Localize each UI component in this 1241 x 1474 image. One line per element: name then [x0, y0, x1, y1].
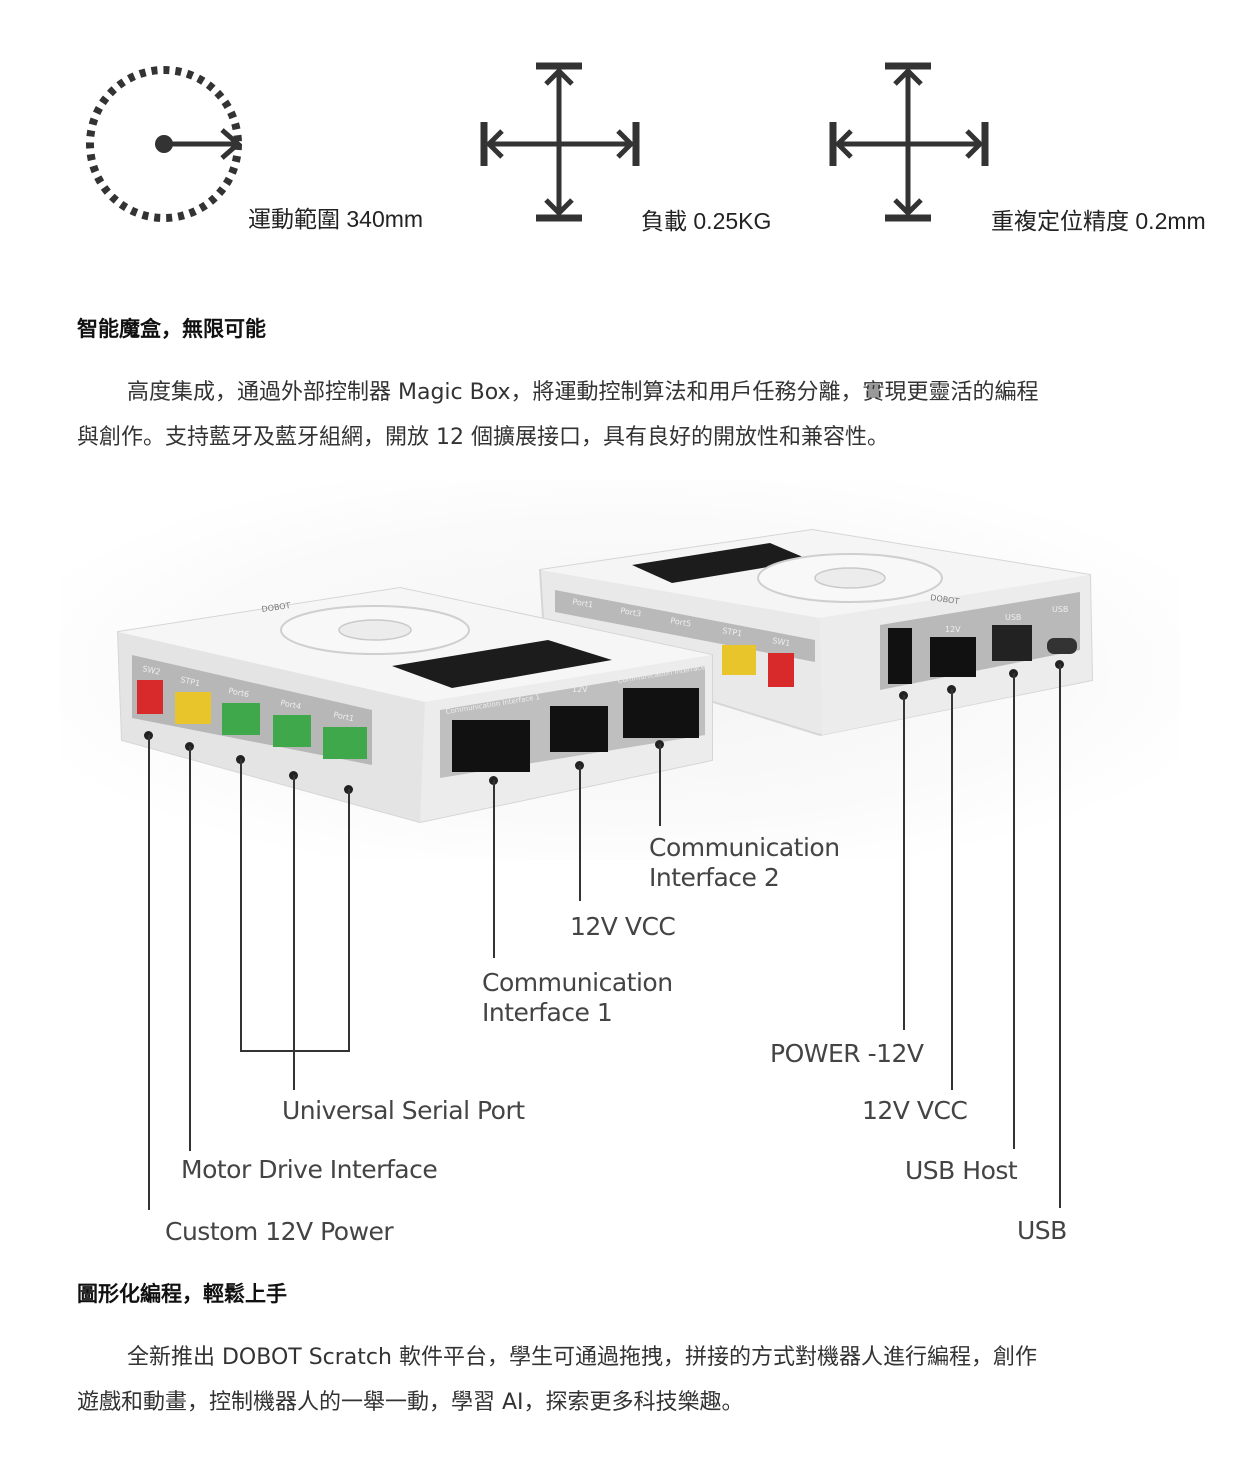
section-paragraph-graphical-programming: 全新推出 DOBOT Scratch 軟件平台，學生可通過拖拽，拼接的方式對機器… [77, 1335, 1037, 1425]
front-12v-connector [550, 706, 608, 752]
back-side-label: 12V [945, 625, 961, 634]
paragraph-line: 遊戲和動畫，控制機器人的一舉一動，學習 AI，探索更多科技樂趣。 [77, 1390, 744, 1415]
section-paragraph-magic-box: 高度集成，通過外部控制器 Magic Box，將運動控制算法和用戶任務分離，實現… [77, 370, 1039, 460]
callout-text: Interface 2 [649, 863, 780, 892]
back-brand-text: DOBOT [930, 593, 960, 606]
section-heading-graphical-programming: 圖形化編程，輕鬆上手 [77, 1282, 287, 1306]
callout-line-motor [189, 746, 191, 1151]
callout-comm-interface-1: Communication Interface 1 [482, 968, 673, 1028]
callout-12v-vcc-back: 12V VCC [862, 1096, 968, 1125]
front-port-green [222, 703, 260, 735]
callout-power-12v: POWER -12V [770, 1039, 924, 1068]
callout-line-usb-host [1013, 673, 1015, 1149]
front-port-green [273, 715, 311, 747]
spec-payload-label: 負載 0.25KG [641, 208, 772, 234]
front-port-label: SW2 [142, 664, 162, 677]
callout-line-port1 [348, 789, 350, 1052]
front-port-yellow [175, 692, 211, 724]
callout-custom-12v-power: Custom 12V Power [165, 1217, 394, 1246]
back-port-label: Port5 [670, 616, 692, 629]
back-port-label: Port1 [572, 597, 594, 610]
callout-line-custom-power [148, 735, 150, 1210]
front-port-label: Port1 [333, 710, 355, 723]
magic-box-front-device: DOBOT SW2 STP1 Port6 Port4 Port1 Communi… [116, 586, 713, 824]
back-usb-host-port [992, 625, 1032, 661]
magic-box-back-device: DOBOT Port1 Port3 Port5 STP1 SW1 12V USB… [538, 528, 1094, 737]
callout-text: Communication [482, 968, 673, 997]
back-oled-screen [632, 543, 810, 583]
front-port-label: STP1 [180, 675, 201, 688]
repeatability-cross-arrows-icon [829, 62, 989, 222]
callout-line-port6 [240, 759, 242, 1052]
back-power-jack [888, 628, 912, 684]
callout-12v-vcc-front: 12V VCC [570, 912, 676, 941]
callout-line-serial [293, 775, 295, 1090]
callout-bracket-serial [240, 1050, 350, 1052]
front-port-label: Port4 [280, 698, 302, 711]
back-port-yellow [722, 645, 756, 675]
callout-line-power [903, 695, 905, 1030]
callout-text: Communication [649, 833, 840, 862]
paragraph-line: 與創作。支持藍牙及藍牙組網，開放 12 個擴展接口，具有良好的開放性和兼容性。 [77, 425, 889, 450]
callout-text: Interface 1 [482, 998, 613, 1027]
front-top-label: 12V [572, 685, 588, 694]
back-12v-connector [930, 637, 976, 677]
front-comm-interface-1 [452, 720, 530, 772]
back-port-label: SW1 [772, 636, 791, 648]
callout-universal-serial-port: Universal Serial Port [282, 1096, 525, 1125]
callout-motor-drive-interface: Motor Drive Interface [181, 1155, 438, 1184]
callout-line-usb [1059, 664, 1061, 1208]
front-comm-interface-2 [623, 688, 699, 738]
back-port-label: Port3 [620, 606, 642, 619]
front-port-green [323, 727, 367, 759]
callout-usb-host: USB Host [905, 1156, 1018, 1185]
section-heading-magic-box: 智能魔盒，無限可能 [77, 317, 266, 341]
back-side-label: USB [1052, 605, 1068, 614]
rotation-range-icon [86, 66, 242, 222]
paragraph-line: 全新推出 DOBOT Scratch 軟件平台，學生可通過拖拽，拼接的方式對機器… [127, 1345, 1037, 1370]
front-port-label: Port6 [228, 686, 250, 699]
payload-cross-arrows-icon [480, 62, 640, 222]
spec-range-label: 運動範圍 340mm [248, 206, 424, 232]
callout-line-comm2 [659, 744, 661, 826]
front-port-red [137, 680, 163, 714]
back-port-label: STP1 [722, 626, 743, 638]
front-oled-screen [392, 640, 612, 688]
callout-comm-interface-2: Communication Interface 2 [649, 833, 840, 893]
callout-usb: USB [1017, 1216, 1067, 1245]
callout-line-comm1 [493, 780, 495, 958]
spec-repeatability-label: 重複定位精度 0.2mm [991, 208, 1206, 234]
front-brand-text: DOBOT [261, 601, 291, 614]
back-usb-port [1047, 638, 1077, 654]
callout-line-vcc-front [579, 765, 581, 901]
paragraph-line: 高度集成，通過外部控制器 Magic Box，將運動控制算法和用戶任務分離，實現… [127, 380, 1039, 405]
back-side-label: USB [1005, 613, 1021, 622]
back-port-red [768, 653, 794, 687]
magic-box-illustration: DOBOT Port1 Port3 Port5 STP1 SW1 12V USB… [116, 528, 1094, 824]
callout-line-vcc-back [951, 689, 953, 1090]
